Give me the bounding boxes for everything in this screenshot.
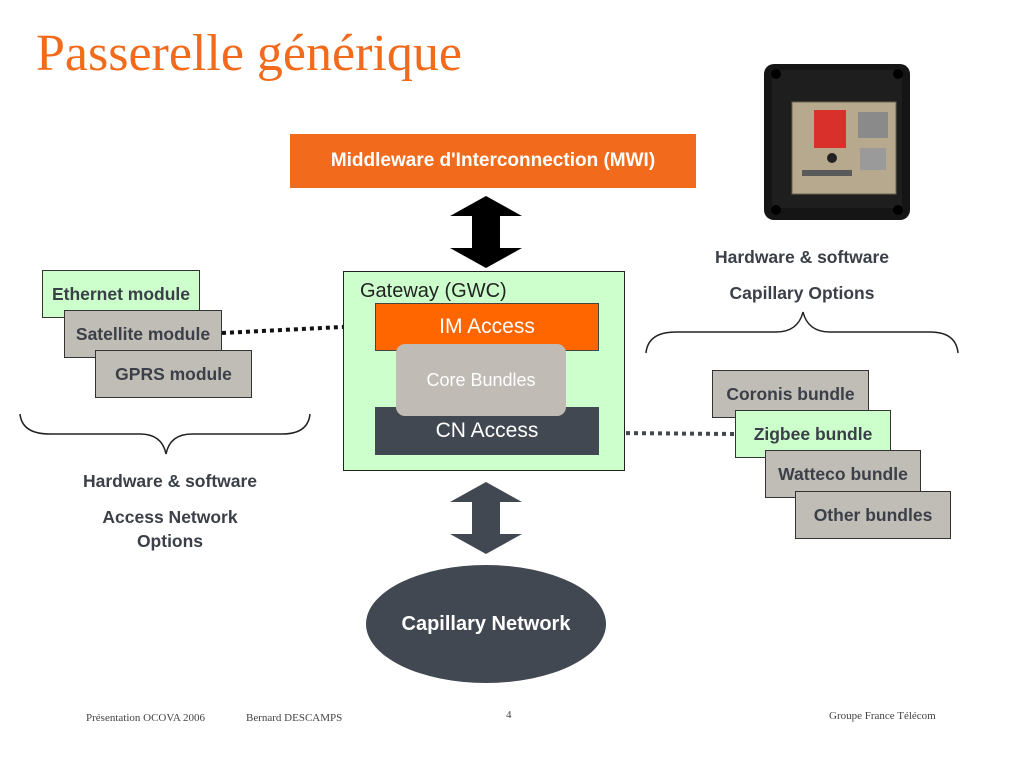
- access-caption-line3: Options: [136, 531, 204, 551]
- double-arrow-bottom-icon: [450, 482, 522, 554]
- access-caption-line2: Access Network: [102, 507, 238, 527]
- gprs-module-box: GPRS module: [95, 350, 252, 398]
- access-caption-line1: Hardware & software: [82, 471, 258, 491]
- dotted-arrow-left: [221, 324, 363, 335]
- capillary-network-ellipse: Capillary Network: [366, 565, 606, 683]
- mwi-box: Middleware d'Interconnection (MWI): [290, 134, 696, 188]
- page-title: Passerelle générique: [36, 25, 462, 82]
- im-access-box: IM Access: [375, 303, 599, 351]
- footer-left: Présentation OCOVA 2006: [86, 712, 205, 724]
- other-bundles-box: Other bundles: [795, 491, 951, 539]
- capillary-caption-line2: Capillary Options: [729, 283, 875, 303]
- footer-page-number: 4: [506, 709, 512, 721]
- footer-right: Groupe France Télécom: [829, 710, 936, 722]
- gateway-hardware-photo: [764, 64, 910, 220]
- core-bundles-box: Core Bundles: [396, 344, 566, 416]
- left-brace: [19, 413, 311, 455]
- double-arrow-top-icon: [450, 196, 522, 268]
- capillary-caption-line1: Hardware & software: [714, 247, 890, 267]
- dotted-arrow-right: [613, 431, 735, 436]
- gateway-label: Gateway (GWC): [360, 280, 507, 302]
- footer-author: Bernard DESCAMPS: [246, 712, 343, 724]
- right-brace: [645, 311, 959, 354]
- watteco-bundle-box: Watteco bundle: [765, 450, 921, 498]
